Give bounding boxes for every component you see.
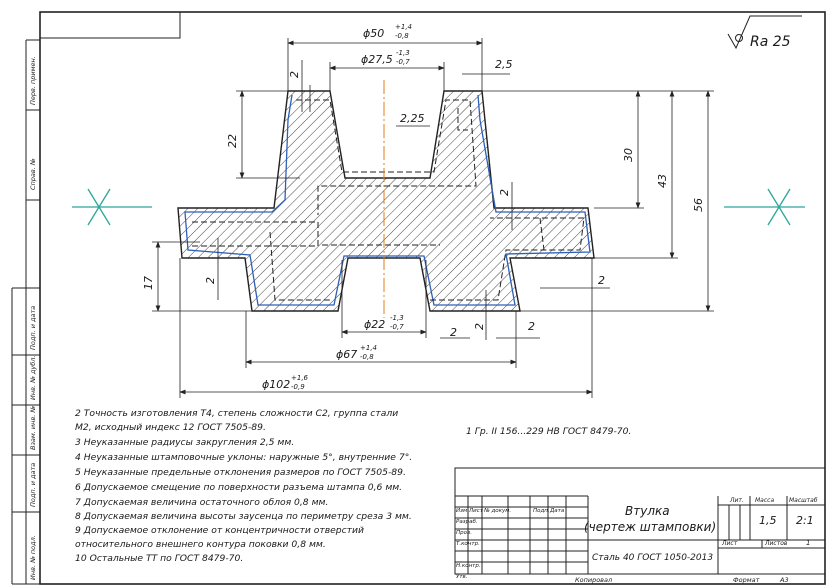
format-value: А3 [780, 576, 789, 584]
roughness-value: Ra 25 [750, 34, 791, 50]
part-section [177, 90, 595, 312]
sheets-label: Листов [765, 540, 788, 547]
dim-d50-tol-dn: -0,8 [395, 32, 409, 40]
dim-2-left: 2 [204, 277, 217, 284]
title-block-row: Т.контр. [456, 541, 480, 547]
note-1: 1 Гр. II 156...229 НВ ГОСТ 8479-70. [466, 426, 632, 437]
dimension-lines [152, 38, 714, 398]
finished-part-dashed [192, 99, 585, 301]
dim-d27-tol-dn: -0,7 [396, 58, 410, 66]
note-line: 5 Неуказанные предельные отклонения разм… [75, 467, 406, 478]
note-line: 8 Допускаемая величина высоты заусенца п… [75, 511, 412, 522]
title-block-col: Лист [469, 508, 483, 514]
title-block-col: № докум. [484, 508, 512, 514]
dim-h56: 56 [692, 198, 705, 212]
dim-2-bottom-c: 2 [473, 323, 486, 330]
dimension-texts: ϕ50 +1,4 -0,8 ϕ27,5 -1,3 -0,7 2,5 2,25 2… [142, 23, 705, 391]
note-line: 4 Неуказанные штамповочные уклоны: наруж… [75, 452, 413, 463]
note-line: 2 Точность изготовления Т4, степень слож… [75, 408, 399, 419]
side-label: Подп. и дата [29, 462, 37, 507]
dim-d102-tol-dn: -0,9 [291, 383, 305, 391]
note-line: 7 Допускаемая величина остаточного облоя… [75, 497, 329, 508]
part-subtitle: (чертеж штамповки) [584, 520, 717, 534]
side-label: Подп. и дата [29, 305, 37, 350]
machined-contour [184, 94, 591, 306]
lit-label: Лит. [730, 497, 744, 504]
sheets-value: 1 [806, 539, 811, 547]
copied-label: Копировал [575, 576, 613, 584]
title-block-col: Подп. [533, 508, 550, 514]
side-label: Справ. № [29, 158, 37, 190]
dim-d27: ϕ27,5 [361, 53, 393, 66]
dim-h43: 43 [656, 174, 669, 188]
material: Сталь 40 ГОСТ 1050-2013 [592, 553, 714, 563]
title-block-grid [454, 467, 826, 575]
note-line: 3 Неуказанные радиусы закругления 2,5 мм… [75, 437, 295, 448]
dim-d22: ϕ22 [364, 318, 385, 331]
outer-frame [39, 11, 826, 585]
note-line: М2, исходный индекс 12 ГОСТ 7505-89. [75, 422, 266, 433]
mass-value: 1,5 [759, 514, 777, 527]
dim-h17: 17 [142, 276, 155, 290]
title-block-row: Н.контр. [456, 563, 481, 569]
dim-d50: ϕ50 [363, 27, 384, 40]
title-block-row: Пров. [456, 530, 472, 536]
side-label: Инв. № подл. [29, 535, 37, 580]
scale-value: 2:1 [796, 514, 814, 527]
dim-2-bottom-a: 2 [450, 326, 457, 339]
dim-d50-tol-up: +1,4 [395, 23, 412, 31]
title-block-col: Дата [550, 508, 565, 514]
note-line: относительного внешнего контура поковки … [75, 539, 326, 550]
dim-d67: ϕ67 [336, 348, 357, 361]
dim-h30: 30 [622, 148, 635, 162]
dim-d102-tol-up: +1,6 [291, 374, 309, 382]
scale-label: Масштаб [789, 497, 818, 504]
note-line: 10 Остальные ТТ по ГОСТ 8479-70. [75, 553, 244, 564]
part-title: Втулка [625, 504, 670, 518]
dim-2-bottom-b: 2 [528, 320, 535, 333]
parting-line-markers [72, 188, 805, 226]
side-label: Взам. инв. № [29, 405, 37, 450]
top-left-box [39, 11, 181, 39]
side-label: Перв. примен. [29, 56, 37, 105]
sheet-label: Лист [722, 540, 738, 547]
note-line: 6 Допускаемое смещение по поверхности ра… [75, 482, 403, 493]
title-block-row: Утв. [456, 574, 468, 580]
side-label: Инв. № дубл. [29, 355, 37, 400]
title-block-col: Изм [456, 508, 468, 514]
dim-2-right-top: 2 [498, 189, 511, 196]
dim-h22: 22 [226, 134, 239, 148]
dim-d22-tol-dn: -0,7 [390, 323, 404, 331]
note-line: 9 Допускаемое отклонение от концентрично… [75, 525, 364, 536]
dim-d67-tol-up: +1,4 [360, 344, 377, 352]
dim-d67-tol-dn: -0,8 [360, 353, 374, 361]
roughness-mark [727, 15, 802, 50]
dim-2-5: 2,5 [495, 58, 513, 71]
side-strip [11, 39, 40, 585]
title-block-row: Разраб. [456, 519, 478, 525]
dim-2-top: 2 [288, 71, 301, 78]
mass-label: Масса [755, 497, 775, 504]
dim-d102: ϕ102 [262, 378, 290, 391]
dim-d22-tol-up: -1,3 [390, 314, 404, 322]
format-label: Формат [733, 576, 760, 584]
dim-d27-tol-up: -1,3 [396, 49, 410, 57]
dim-2-right: 2 [598, 274, 605, 287]
dim-2-25: 2,25 [400, 112, 425, 125]
